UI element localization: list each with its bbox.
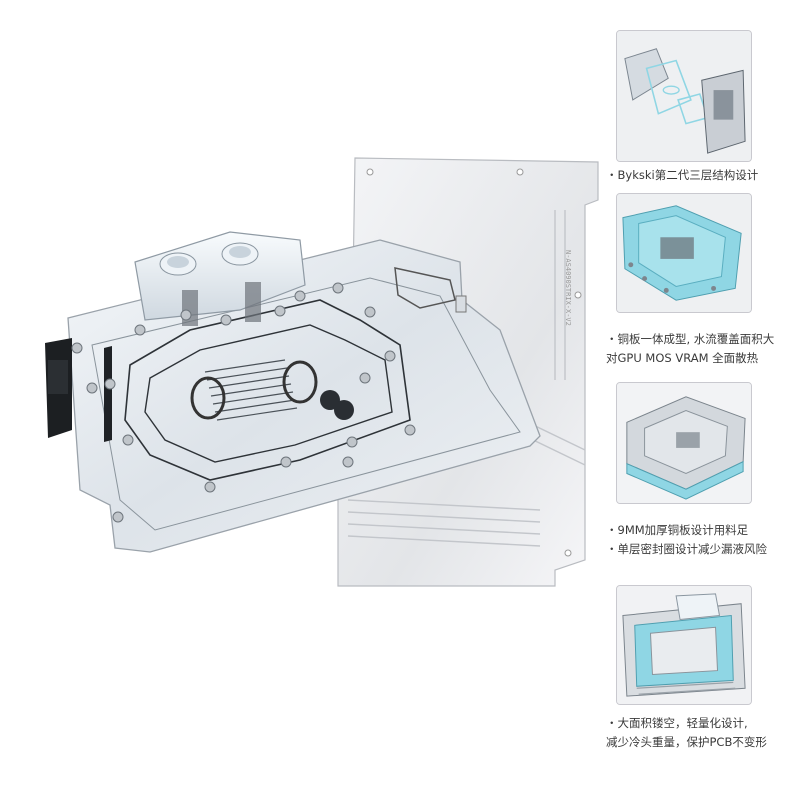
caption-line: ・单层密封圈设计减少漏液风险 — [606, 542, 767, 556]
feature-caption-3: ・9MM加厚铜板设计用料足 ・单层密封圈设计减少漏液风险 — [606, 521, 798, 559]
caption-line: ・Bykski第二代三层结构设计 — [606, 168, 759, 182]
caption-line: 减少冷头重量，保护PCB不变形 — [606, 735, 767, 749]
terminal-fitting-block — [134, 231, 306, 326]
feature-thumbnail-layered-structure — [616, 30, 752, 162]
caption-line: 对GPU MOS VRAM 全面散热 — [606, 351, 759, 365]
caption-line: ・大面积镂空，轻量化设计, — [606, 716, 748, 730]
caption-line: ・铜板一体成型, 水流覆盖面积大 — [606, 332, 775, 346]
feature-thumbnail-thick-copper — [616, 382, 752, 504]
io-bracket — [45, 338, 112, 442]
feature-thumbnail-copper-plate — [616, 193, 752, 313]
feature-caption-1: ・Bykski第二代三层结构设计 — [606, 166, 798, 185]
feature-thumbnail-hollow-frame — [616, 585, 752, 705]
screws — [71, 282, 416, 523]
feature-caption-4: ・大面积镂空，轻量化设计, 减少冷头重量，保护PCB不变形 — [606, 714, 798, 752]
caption-line: ・9MM加厚铜板设计用料足 — [606, 523, 749, 537]
feature-caption-2: ・铜板一体成型, 水流覆盖面积大 对GPU MOS VRAM 全面散热 — [606, 330, 798, 368]
svg-text:N-AS4090STRIX-X-V2: N-AS4090STRIX-X-V2 — [564, 250, 572, 326]
product-image-gpu-water-block: N-AS4090STRIX-X-V2 — [45, 157, 599, 587]
